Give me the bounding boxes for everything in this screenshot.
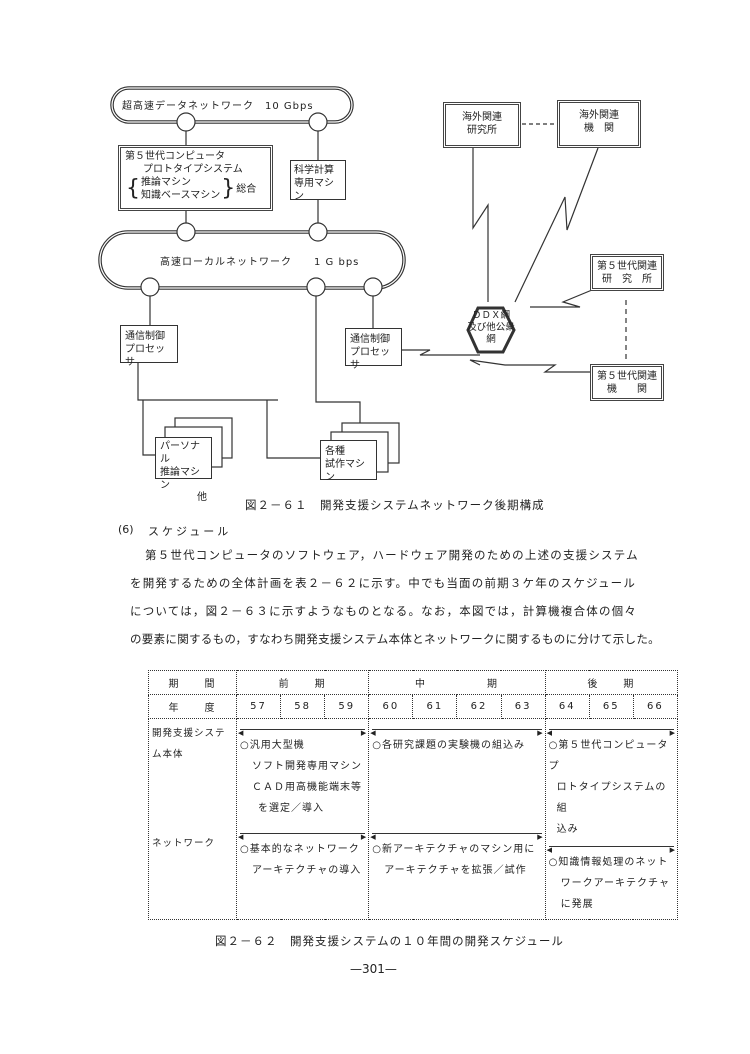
section-heading: スケジュール (148, 525, 232, 538)
science-machine-box: 科学計算専用マシン (290, 160, 346, 202)
paragraph-line: を開発するための全体計画を表２－６２に示す。中でも当面の前期３ケ年のスケジュール (130, 576, 637, 590)
box-line: 海外関連 (462, 112, 502, 123)
box-line: 網 (486, 334, 496, 345)
cell-line: アーキテクチャの導入 (252, 865, 362, 876)
figure-caption: 図２－６１ 開発支援システムネットワーク後期構成 (245, 498, 545, 512)
box-line: 海外関連 (579, 110, 619, 121)
fifth-gen-org-box: 第５世代関連機 関 (590, 364, 664, 401)
box-line: 専用マシン (294, 178, 334, 202)
period-cell: 中 期 (368, 670, 546, 695)
period-header: 期 間 (148, 670, 237, 695)
span-arrow: ▶ (547, 723, 675, 744)
year-cell: 64 (544, 694, 590, 719)
network-diagram-lines (98, 86, 627, 473)
cell-line: ロトタイプシステムの組 (556, 782, 667, 814)
year-cell: 63 (500, 694, 546, 719)
comm-processor-left: 通信制御プロセッサ (120, 325, 178, 368)
comm-processor-right: 通信制御プロセッサ (345, 328, 402, 371)
cell-line: ソフト開発専用マシン (252, 761, 362, 772)
box-line: 第５世代関連 (597, 261, 657, 272)
box-line: 研 究 所 (602, 274, 652, 285)
span-arrow: ▶ (370, 723, 542, 744)
paragraph-line: 第５世代コンピュータのソフトウェア，ハードウェア開発のための上述の支援システム (145, 548, 639, 562)
cell-line: ○新アーキテクチャのマシン用に (372, 844, 536, 855)
box-line: 科学計算 (294, 165, 334, 176)
box-line: プロセッサ (125, 344, 165, 368)
table-caption: 図２－６２ 開発支援システムの１０年間の開発スケジュール (215, 934, 564, 948)
paragraph-line: の要素に関するもの，すなわち開発支援システム本体とネットワークに関するものに分け… (130, 632, 660, 646)
row-label-system: 開発支援システム本体 (152, 728, 226, 760)
overseas-org-box: 海外関連機 関 (557, 100, 641, 148)
span-arrow: ▶ (547, 840, 675, 861)
merged-machines-group: { 推論マシン 知識ベースマシン } 総合 (125, 176, 266, 202)
local-network-label: 高速ローカルネットワーク 1 G bps (160, 257, 360, 268)
box-line: 機 関 (607, 384, 647, 395)
box-line: 他 (197, 492, 207, 503)
cell-line: ○第５世代コンピュータプ (548, 740, 669, 772)
box-line: プロセッサ (350, 347, 390, 371)
cell-line: ワークアーキテクチャ (560, 878, 670, 889)
box-line: 各種 (325, 446, 345, 457)
table-row: 期 間 前 期 中 期 後 期 (148, 670, 679, 695)
year-cell: 65 (588, 694, 634, 719)
box-line: パーソナル (160, 441, 200, 465)
box-line: 及び他公衆 (467, 322, 515, 333)
year-cell: 58 (280, 694, 326, 719)
personal-machines-box: パーソナル推論マシン他 (155, 437, 212, 503)
page-number: —301— (350, 962, 397, 976)
cell-line: ○各研究課題の実験機の組込み (372, 740, 526, 751)
box-line: 第５世代コンピュータ (125, 151, 225, 162)
box-line: ＤＤＸ網 (471, 310, 510, 321)
year-cell: 61 (412, 694, 458, 719)
ddx-network-hexagon: ＤＤＸ網及び他公衆網 (463, 310, 519, 346)
year-cell: 60 (368, 694, 414, 719)
box-line: 通信制御 (125, 331, 165, 342)
paragraph-line: については，図２－６３に示すようなものとなる。なお，本図では，計算機複合体の個々 (130, 604, 638, 618)
cell-line: アーキテクチャを拡張／試作 (384, 865, 527, 876)
cell-line: に発展 (560, 899, 594, 910)
year-cell: 66 (632, 694, 679, 719)
box-line: 知識ベースマシン (141, 190, 221, 201)
box-line: 試作マシン (325, 459, 365, 483)
cell-line: 込み (556, 824, 579, 835)
span-arrow: ▶ (238, 827, 366, 848)
box-line: 第５世代関連 (597, 371, 657, 382)
year-cell: 62 (456, 694, 502, 719)
period-cell: 前 期 (235, 670, 370, 695)
year-cell: 59 (324, 694, 370, 719)
period-cell: 後 期 (544, 670, 679, 695)
trial-machines-box: 各種試作マシン (320, 440, 377, 483)
cell-line: ○基本的なネットワーク (240, 844, 360, 855)
section-number: (6) (118, 523, 134, 536)
year-header: 年 度 (148, 694, 237, 719)
box-line: 機 関 (584, 123, 614, 134)
cell-line: を選定／導入 (258, 803, 324, 814)
right-brace-icon: } (221, 176, 236, 201)
overseas-lab-box: 海外関連研究所 (443, 102, 521, 148)
cell-line: ○汎用大型機 (240, 740, 305, 751)
middle-period-cell: ▶ ○各研究課題の実験機の組込み ▶ ○新アーキテクチャのマシン用にアーキテクチ… (368, 718, 546, 920)
box-line: 通信制御 (350, 334, 390, 345)
box-line: プロトタイプシステム (143, 164, 243, 175)
cell-line: ＣＡＤ用高機能端末等 (252, 782, 362, 793)
year-cell: 57 (235, 694, 282, 719)
cell-line: ○知識情報処理のネット (548, 857, 669, 868)
span-arrow: ▶ (238, 723, 366, 744)
fifth-gen-lab-box: 第５世代関連研 究 所 (590, 254, 664, 291)
box-line: 推論マシン (160, 467, 200, 491)
box-line: 推論マシン (141, 177, 191, 188)
span-arrow: ▶ (370, 827, 542, 848)
row-labels: 開発支援システム本体 ネットワーク (148, 718, 237, 920)
row-label-network: ネットワーク (152, 838, 216, 849)
super-network-label: 超高速データネットワーク 10 Gbps (122, 101, 314, 112)
left-brace-icon: { (126, 176, 140, 201)
box-line: 研究所 (467, 125, 497, 136)
fifth-gen-prototype-box: 第５世代コンピュータ プロトタイプシステム { 推論マシン 知識ベースマシン }… (118, 145, 273, 211)
box-line: 総合 (236, 183, 257, 195)
